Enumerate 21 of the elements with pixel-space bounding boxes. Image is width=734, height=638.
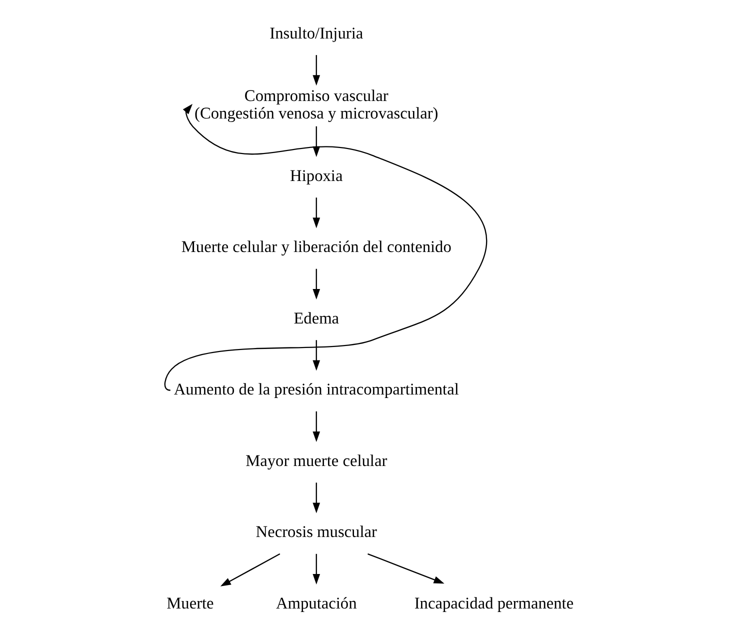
node-text: Amputación xyxy=(275,593,356,612)
arrow xyxy=(367,553,444,584)
node-text: Aumento de la presión intracompartimental xyxy=(173,380,458,399)
arrow xyxy=(312,198,320,228)
node-text: Mayor muerte celular xyxy=(245,450,387,470)
node-text: Necrosis muscular xyxy=(255,522,376,542)
node-text: Insulto/Injuria xyxy=(269,23,363,42)
arrow xyxy=(164,104,487,391)
arrow xyxy=(312,55,320,86)
arrow xyxy=(312,554,320,585)
node-text: Edema xyxy=(293,308,339,328)
node-text: Hipoxia xyxy=(290,166,342,185)
arrow xyxy=(312,268,320,300)
arrow xyxy=(312,340,320,371)
node-text: Muerte xyxy=(166,593,214,612)
arrow xyxy=(220,553,280,586)
node-text: Incapacidad permanente xyxy=(414,593,574,612)
node-text: Compromiso vascular (Congestión venosa y microvascular) xyxy=(194,86,438,122)
arrow xyxy=(312,411,320,442)
arrow xyxy=(312,482,320,514)
node-text: Muerte celular y liberación del contenido xyxy=(180,237,451,256)
